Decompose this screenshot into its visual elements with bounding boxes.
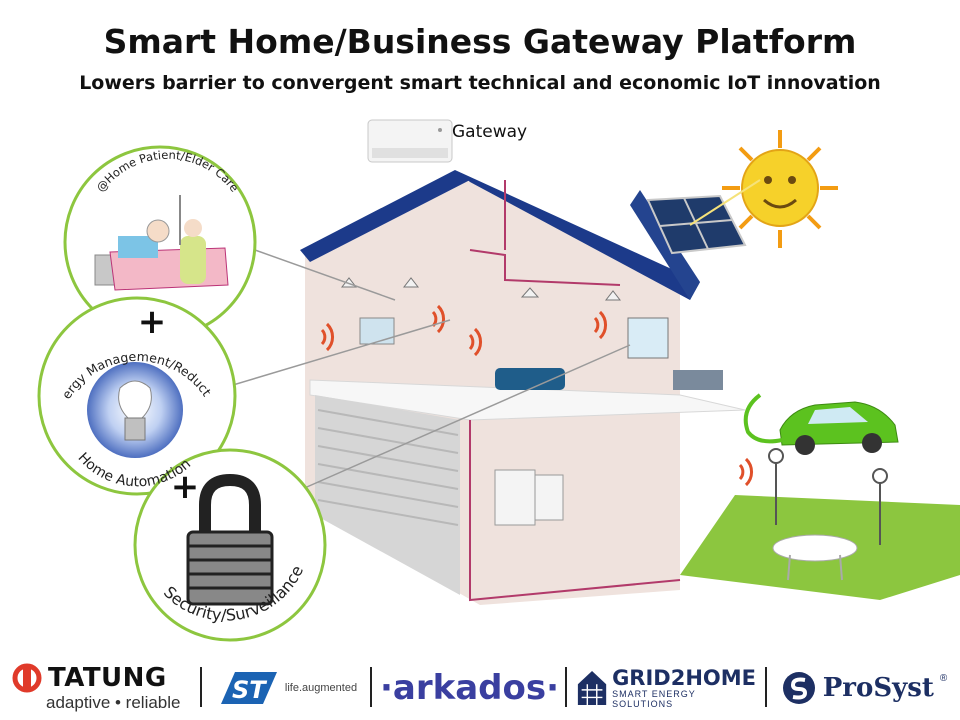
st-logo: ST life.augmented: [212, 655, 362, 720]
prosyst-name: ProSyst: [822, 672, 934, 703]
tatung-emblem-icon: [12, 663, 42, 692]
prosyst-emblem-icon: [782, 671, 815, 704]
partner-logos: TATUNG adaptive • reliable ST life.augme…: [0, 655, 960, 720]
sun-icon: [722, 130, 838, 248]
grid2home-logo: GRID2HOME SMART ENERGY SOLUTIONS: [576, 655, 756, 720]
plus-sign: +: [138, 302, 167, 342]
svg-text:ST: ST: [232, 676, 267, 704]
gateway-label: Gateway: [452, 122, 528, 142]
wireless-signal-icon: [320, 304, 753, 487]
st-emblem-icon: ST: [220, 671, 277, 704]
tatung-name: TATUNG: [48, 662, 167, 693]
house-grid-icon: [577, 670, 607, 705]
smart-home-diagram: @Home Patient/Elder Care Energy Manageme…: [0, 0, 960, 642]
padlock-icon: [186, 473, 274, 606]
logo-divider: [565, 667, 567, 707]
house-cutaway: [300, 170, 746, 605]
arkados-logo: ·arkados·: [380, 655, 560, 720]
grid2home-name: GRID2HOME: [612, 665, 756, 690]
light-bulb-icon: [87, 362, 183, 458]
gateway-device-icon: [367, 119, 453, 163]
patio-table-icon: [772, 534, 858, 581]
logo-divider: [200, 667, 202, 707]
elder-care-icon: [94, 195, 229, 291]
page-subtitle: Lowers barrier to convergent smart techn…: [79, 72, 881, 94]
grid2home-tagline: SMART ENERGY SOLUTIONS: [612, 688, 696, 709]
st-tagline: life.augmented: [284, 681, 358, 694]
logo-divider: [370, 667, 372, 707]
tatung-logo: TATUNG adaptive • reliable: [10, 655, 188, 720]
tatung-tagline: adaptive • reliable: [46, 692, 181, 712]
connector-line: [232, 249, 631, 491]
arkados-name: ·arkados·: [380, 667, 560, 708]
solar-panel-icon: [646, 179, 761, 255]
garden-light-icon: [768, 448, 888, 545]
electric-car-icon: [743, 393, 899, 455]
registered-mark: ®: [939, 673, 948, 684]
page-title: Smart Home/Business Gateway Platform: [103, 22, 857, 61]
plus-sign: +: [171, 467, 200, 507]
logo-divider: [765, 667, 767, 707]
prosyst-logo: ProSyst ®: [778, 655, 950, 720]
